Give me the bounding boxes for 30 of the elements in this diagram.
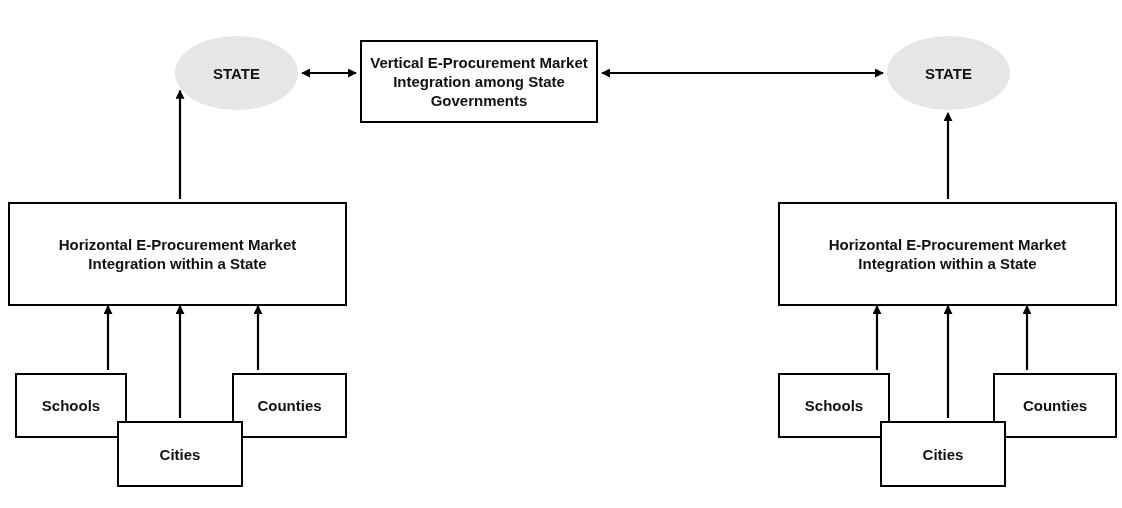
arrow [943,112,953,199]
arrow [872,305,882,370]
process-box [8,202,347,306]
node-label: Cities [921,444,965,464]
arrow [175,305,185,418]
process-box [778,202,1117,306]
process-box [232,373,347,438]
node-label: Schools [40,396,102,415]
arrow [601,68,884,78]
arrow [253,305,263,370]
process-box [880,421,1006,487]
node-label: Cities [158,444,202,464]
node-label: Vertical E-Procurement Market Integration among State Governments [369,53,589,110]
process-box [15,373,127,438]
node-label: Schools [803,396,865,415]
node-label: Counties [1021,396,1089,415]
arrow [301,68,357,78]
node-label: Counties [256,396,323,415]
node-label: STATE [924,63,973,83]
arrow [943,305,953,418]
process-box [360,40,598,123]
node-label: Horizontal E-Procurement Market Integration within a State [57,235,298,273]
arrow [175,89,185,199]
process-box [993,373,1117,438]
arrow [1022,305,1032,370]
node-label: STATE [212,63,261,83]
arrow [103,305,113,370]
node-label: Horizontal E-Procurement Market Integration within a State [827,235,1068,273]
process-box [778,373,890,438]
process-box [117,421,243,487]
